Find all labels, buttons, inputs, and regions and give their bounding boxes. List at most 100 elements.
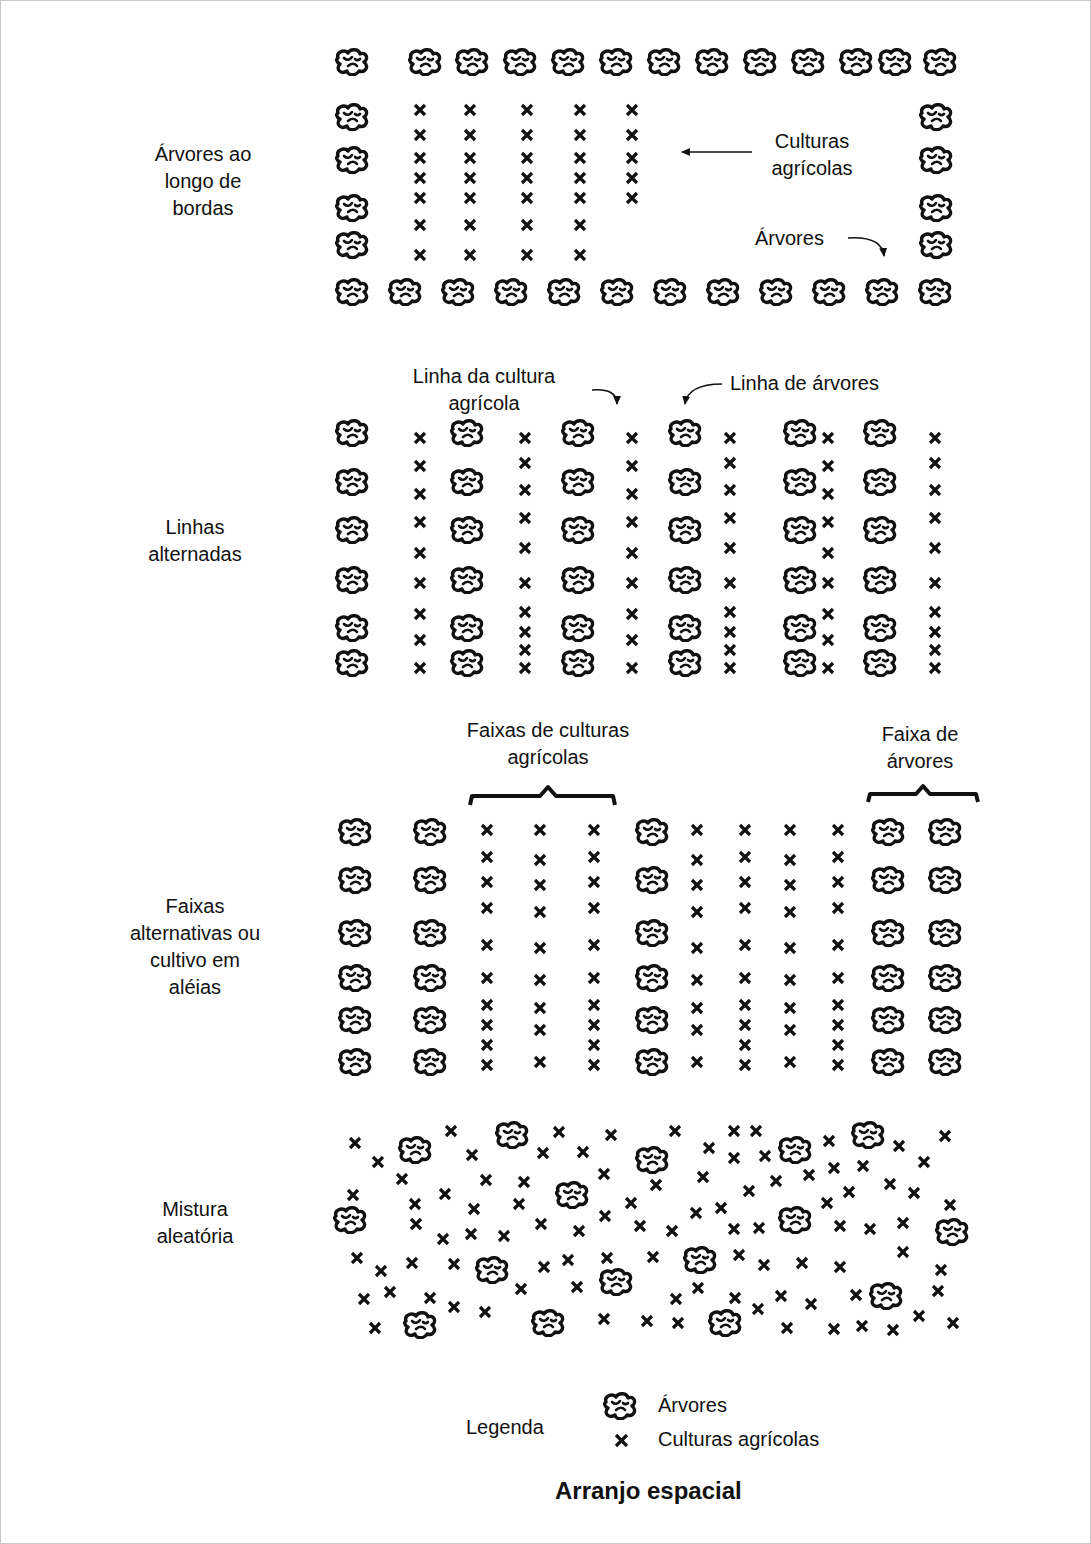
crop-symbol (482, 877, 492, 887)
tree-symbol (745, 50, 775, 75)
crop-symbol (833, 877, 843, 887)
crop-symbol (785, 975, 795, 985)
crop-symbol (888, 1325, 898, 1335)
crop-symbol (760, 1151, 770, 1161)
crop-symbol (415, 130, 425, 140)
crop-symbol (833, 1040, 843, 1050)
crop-symbol (740, 852, 750, 862)
crop-symbol (740, 877, 750, 887)
tree-symbol (415, 820, 445, 845)
crop-symbol (482, 940, 492, 950)
crop-symbol (350, 1138, 360, 1148)
tree-symbol (563, 518, 593, 543)
tree-symbol (477, 1258, 507, 1283)
crop-symbol (520, 458, 530, 468)
legend-symbols (605, 1394, 635, 1446)
crop-symbol (627, 173, 637, 183)
tree-symbol (930, 820, 960, 845)
crop-symbol (734, 1250, 744, 1260)
tree-symbol (761, 280, 791, 305)
tree-symbol (390, 280, 420, 305)
crop-symbol (824, 1136, 834, 1146)
crop-symbol (782, 1323, 792, 1333)
crop-symbol (771, 1176, 781, 1186)
leader-arrow (685, 384, 722, 404)
crop-symbol (692, 1025, 702, 1035)
tree-symbol (340, 1008, 370, 1033)
crop-symbol (919, 1157, 929, 1167)
crop-symbol (415, 153, 425, 163)
crop-symbol (930, 458, 940, 468)
crop-symbol (823, 663, 833, 673)
crop-symbol (535, 880, 545, 890)
crop-symbol (844, 1187, 854, 1197)
callout-label: Linha da cultura agrícola (404, 363, 564, 417)
crop-symbol (410, 1199, 420, 1209)
crop-symbol (415, 578, 425, 588)
tree-symbol (337, 233, 367, 258)
crop-symbol (753, 1304, 763, 1314)
tree-symbol (873, 1008, 903, 1033)
tree-symbol (930, 966, 960, 991)
crop-symbol (933, 1286, 943, 1296)
tree-symbol (557, 1183, 587, 1208)
tree-symbol (930, 1050, 960, 1075)
crop-symbol (885, 1179, 895, 1189)
tree-symbol (505, 50, 535, 75)
crop-symbol (851, 1290, 861, 1300)
tree-symbol (443, 280, 473, 305)
tree-symbol (563, 616, 593, 641)
crop-symbol (725, 663, 735, 673)
crop-symbol (692, 855, 702, 865)
crop-symbol (465, 220, 475, 230)
tree-symbol (880, 50, 910, 75)
tree-symbol (685, 1248, 715, 1273)
crop-symbol (516, 1284, 526, 1294)
tree-symbol (340, 868, 370, 893)
crop-symbol (627, 489, 637, 499)
crop-symbol (465, 105, 475, 115)
crop-symbol (522, 130, 532, 140)
tree-symbol (337, 421, 367, 446)
crop-symbol (627, 517, 637, 527)
crop-symbol (589, 1000, 599, 1010)
crop-symbol (627, 153, 637, 163)
tree-symbol (785, 518, 815, 543)
tree-symbol (637, 1148, 667, 1173)
crop-symbol (833, 1000, 843, 1010)
crop-symbol (469, 1204, 479, 1214)
crop-symbol (948, 1318, 958, 1328)
tree-symbol (563, 651, 593, 676)
crop-symbol (692, 1057, 702, 1067)
crop-symbol (572, 1282, 582, 1292)
crop-symbol (785, 1025, 795, 1035)
crop-symbol (759, 1260, 769, 1270)
crop-symbol (522, 250, 532, 260)
tree-symbol (785, 470, 815, 495)
crop-symbol (751, 1126, 761, 1136)
crop-symbol (359, 1294, 369, 1304)
crop-symbol (415, 663, 425, 673)
tree-symbol (873, 921, 903, 946)
tree-symbol (337, 50, 367, 75)
tree-symbol (549, 280, 579, 305)
legend-text: Culturas agrícolas (658, 1426, 819, 1453)
callout-label: Culturas agrícolas (752, 128, 872, 182)
tree-symbol (921, 233, 951, 258)
crop-symbol (823, 635, 833, 645)
tree-symbol (921, 105, 951, 130)
crop-symbol (407, 1258, 417, 1268)
crop-symbol (725, 513, 735, 523)
crop-symbol (835, 1221, 845, 1231)
crop-symbol (589, 1020, 599, 1030)
crop-symbol (535, 825, 545, 835)
crop-symbol (730, 1293, 740, 1303)
crop-symbol (575, 173, 585, 183)
crop-symbol (520, 607, 530, 617)
crop-symbol (482, 1000, 492, 1010)
crop-symbol (823, 433, 833, 443)
crop-symbol (804, 1170, 814, 1180)
crop-symbol (785, 1057, 795, 1067)
tree-symbol (452, 421, 482, 446)
tree-symbol (415, 966, 445, 991)
